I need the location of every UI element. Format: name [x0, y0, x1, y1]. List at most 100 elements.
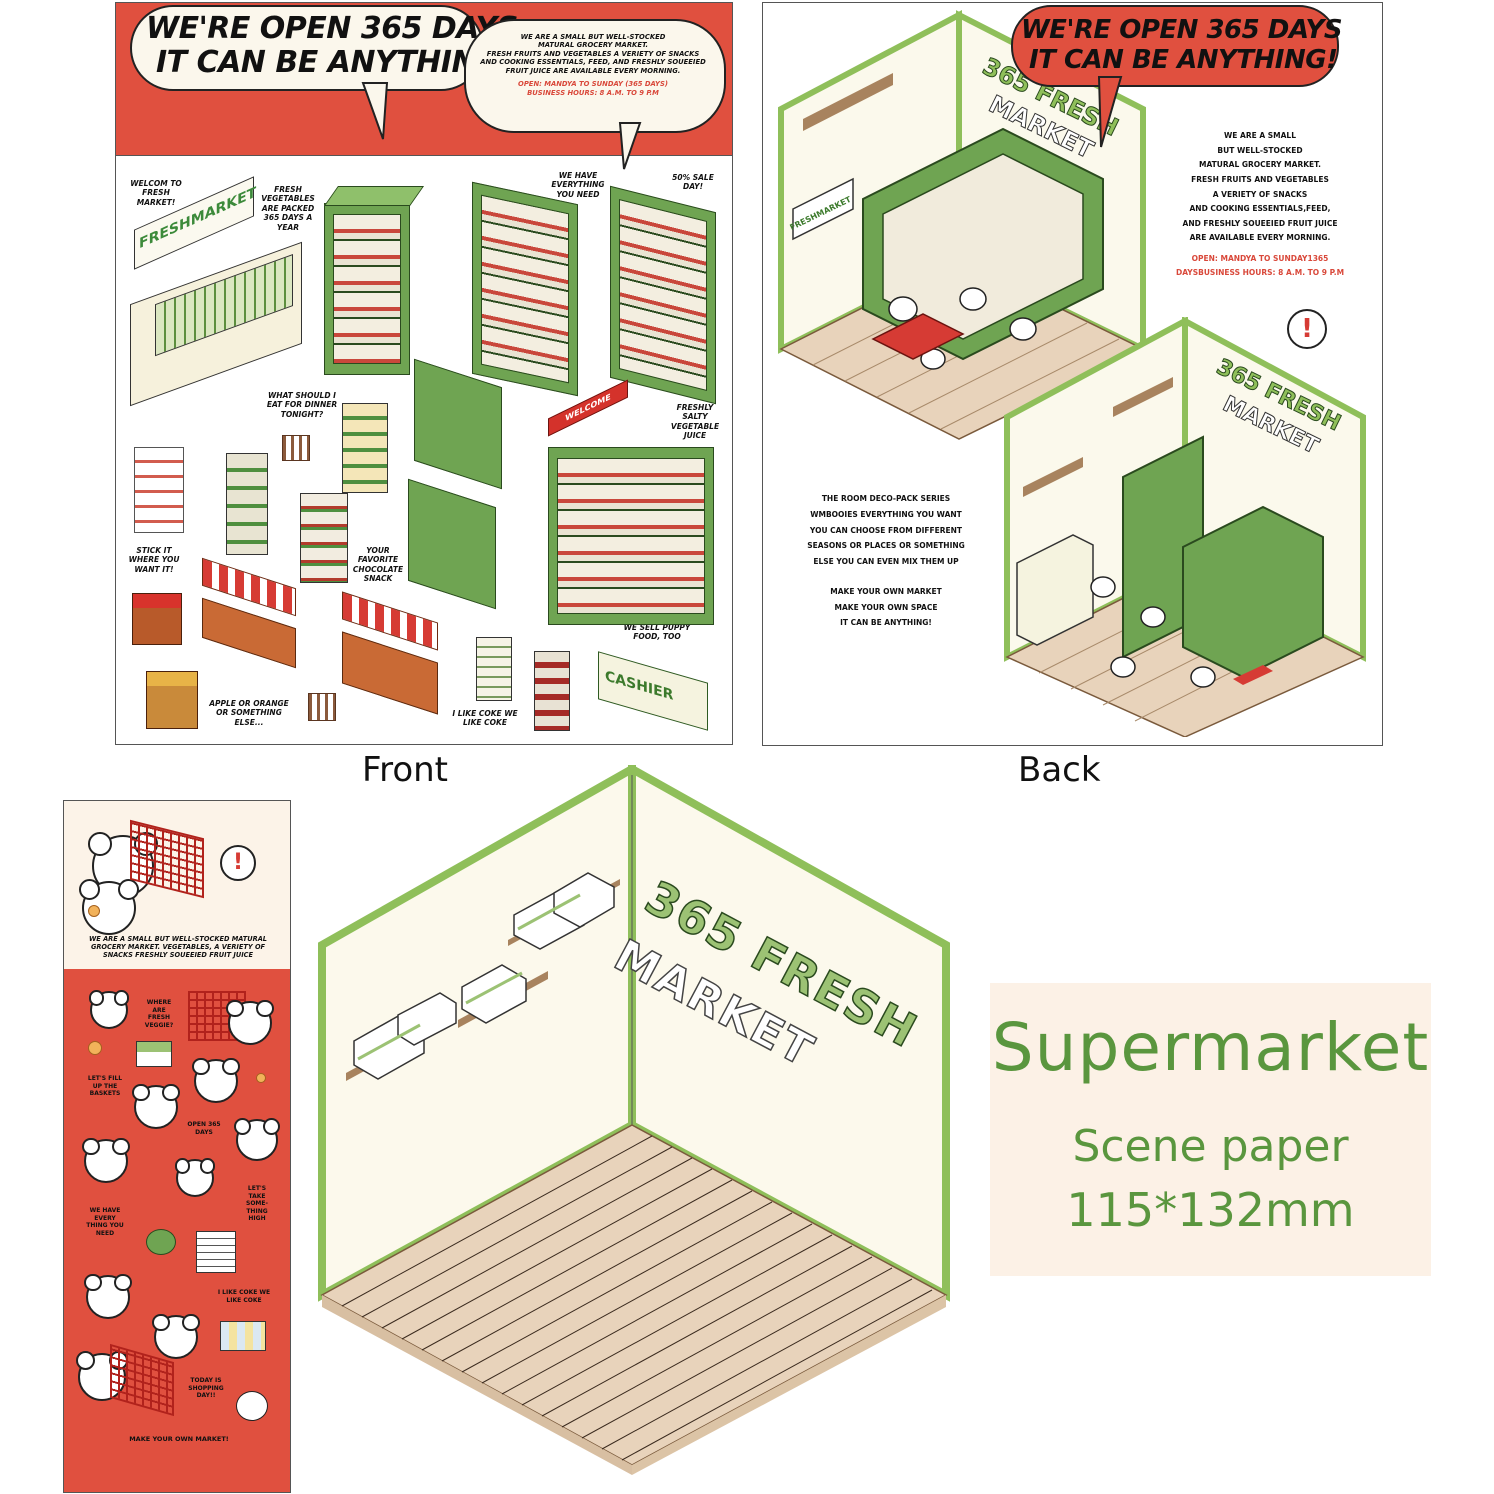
- hours-line: BUSINESS HOURS: 8 A.M. TO 9 P.M: [527, 88, 659, 97]
- drink-stand-sticker: [476, 637, 512, 701]
- bear-sticker: [84, 1273, 132, 1319]
- back-series-text: THE ROOM DECO-PACK SERIES WMBOOIES EVERY…: [791, 491, 981, 631]
- shelf-sticker-5: [408, 478, 496, 610]
- caption-back: Back: [1018, 750, 1101, 790]
- fruit-stall-sticker-2: [342, 591, 438, 715]
- coke-crates-sticker: [534, 651, 570, 731]
- orange-dot: [256, 1073, 266, 1083]
- note-chocolate: YOUR FAVORITE CHOCOLATE SNACK: [352, 546, 404, 584]
- strip-footer: MAKE YOUR OWN MARKET!: [129, 1435, 229, 1443]
- info-line: MATURAL GROCERY MARKET.: [1198, 160, 1321, 170]
- bear-sticker: [226, 999, 274, 1045]
- veggie-basket-sticker: [136, 1041, 172, 1067]
- chocolate-rack-sticker: [300, 493, 348, 583]
- front-info-text: WE ARE A SMALL BUT WELL-STOCKED MATURAL …: [472, 33, 714, 97]
- sticker-strip: ! WE ARE A SMALL BUT WELL-STOCKED MATURA…: [63, 800, 291, 1493]
- series-line: WMBOOIES EVERYTHING YOU WANT: [810, 509, 962, 519]
- back-header-line2: IT CAN BE ANYTHING!: [1029, 45, 1338, 75]
- note-take-something: LET'S TAKE SOME-THING HIGH: [246, 1185, 268, 1222]
- stairs-sticker: [196, 1231, 236, 1273]
- bear-sticker: [88, 990, 130, 1029]
- bear-sticker: [82, 1137, 130, 1183]
- bear-sticker: [152, 1313, 200, 1359]
- produce-counter-sticker: [130, 241, 302, 407]
- note-stick: STICK IT WHERE YOU WANT IT!: [128, 546, 180, 574]
- info-line: FRUIT JUICE ARE AVAILABLE EVERY MORNING.: [505, 66, 681, 75]
- orange-crate-sticker: [146, 671, 198, 729]
- front-sheet: WE'RE OPEN 365 DAYS IT CAN BE ANYTHING! …: [115, 2, 733, 745]
- bubble-tail: [361, 82, 389, 140]
- bear-sticker: [132, 1083, 180, 1129]
- slogan-line: IT CAN BE ANYTHING!: [840, 618, 932, 628]
- fruit-stall-sticker-1: [202, 557, 296, 669]
- info-line: FRESH FRUITS AND VEGETABLES A VERIETY OF…: [486, 49, 700, 58]
- caption-front: Front: [362, 750, 448, 790]
- hours-line: OPEN: MANDYA TO SUNDAY1365: [1191, 254, 1329, 263]
- apple-crate-sticker: [132, 593, 182, 645]
- orange-dot: [88, 1041, 102, 1055]
- series-line: THE ROOM DECO-PACK SERIES: [821, 494, 951, 503]
- shelf-sticker-3: [610, 185, 716, 405]
- snack-shelf-sticker-2: [342, 403, 388, 493]
- series-line: ELSE YOU CAN EVEN MIX THEM UP: [813, 557, 959, 566]
- front-info-speech-bubble: [464, 19, 726, 133]
- room-scene-illustration: [318, 765, 950, 1475]
- note-open-365: OPEN 365 DAYS: [187, 1121, 221, 1136]
- note-puppy: WE SELL PUPPY FOOD, TOO: [623, 623, 691, 642]
- hours-line: OPEN: MANDYA TO SUNDAY (365 DAYS): [518, 80, 668, 89]
- series-line: SEASONS OR PLACES OR SOMETHING: [807, 541, 965, 551]
- slogan-line: MAKE YOUR OWN MARKET: [830, 586, 942, 596]
- bear-sticker: [192, 1057, 240, 1103]
- exclaim-badge-icon: !: [220, 845, 256, 881]
- series-line: YOU CAN CHOOSE FROM DIFFERENT: [809, 525, 963, 535]
- strip-intro-text: WE ARE A SMALL BUT WELL-STOCKED MATURAL …: [89, 935, 267, 960]
- shelf-sticker-1: [324, 186, 425, 375]
- note-have-everything: WE HAVE EVERY THING YOU NEED: [86, 1207, 124, 1237]
- promo-box: Supermarket Scene paper 115*132mm: [990, 983, 1431, 1276]
- exclaim-glyph: !: [232, 850, 244, 875]
- info-line: WE ARE A SMALL: [1224, 131, 1296, 140]
- cashier-text: CASHIER: [605, 668, 674, 704]
- frog-sticker: [146, 1229, 176, 1255]
- exclaim-glyph: !: [1301, 314, 1313, 344]
- exclaim-badge-icon: !: [1287, 309, 1327, 349]
- note-dinner: WHAT SHOULD I EAT FOR DINNER TONIGHT?: [266, 391, 338, 419]
- window-sticker-2: [308, 693, 336, 721]
- shelf-sticker-2: [472, 181, 578, 397]
- back-room-illustration-1: [778, 10, 1146, 440]
- strip-bottom-section: WHERE ARE FRESH VEGGIE? LET'S FILL UP TH…: [64, 969, 290, 1492]
- note-juice: FRESHLY SALTY VEGETABLE JUICE: [670, 403, 720, 441]
- back-header-line1: WE'RE OPEN 365 DAYS: [1021, 15, 1343, 45]
- note-shopping-day: TODAY IS SHOPPING DAY!!: [188, 1377, 224, 1399]
- stacked-boxes-sticker: [134, 447, 184, 533]
- bear-sticker: [174, 1158, 216, 1197]
- info-line: AND COOKING ESSENTIALS, FEED, AND FRESHL…: [480, 58, 706, 67]
- info-line: AND COOKING ESSENTIALS,FEED,: [1189, 204, 1331, 214]
- info-line: BUT WELL-STOCKED: [1217, 145, 1303, 155]
- bear-sticker: [234, 1117, 280, 1161]
- front-header-line1: WE'RE OPEN 365 DAYS: [146, 11, 518, 46]
- note-where-veggie: WHERE ARE FRESH VEGGIE?: [144, 999, 174, 1029]
- note-have-everything: WE HAVE EVERYTHING YOU NEED: [551, 171, 605, 199]
- note-coke: I LIKE COKE WE LIKE COKE: [217, 1289, 271, 1304]
- promo-subtitle: Scene paper: [1072, 1121, 1349, 1172]
- front-main-speech-bubble: [130, 5, 484, 91]
- dumpling-sticker: [236, 1391, 268, 1421]
- info-line: ARE AVAILABLE EVERY MORNING.: [1189, 233, 1331, 243]
- hours-line: DAYSBUSINESS HOURS: 8 A.M. TO 9 P.M: [1175, 268, 1345, 278]
- orange-dot: [88, 905, 100, 917]
- cashier-counter-sticker: CASHIER: [598, 651, 708, 731]
- strip-top-section: ! WE ARE A SMALL BUT WELL-STOCKED MATURA…: [64, 801, 290, 969]
- info-line: AND FRESHLY SOUEEIED FRUIT JUICE: [1182, 218, 1338, 228]
- back-room-illustration-2: [1004, 317, 1366, 737]
- back-info-text: WE ARE A SMALL BUT WELL-STOCKED MATURAL …: [1155, 129, 1365, 281]
- promo-title: Supermarket: [991, 1009, 1430, 1086]
- front-header-line2: IT CAN BE ANYTHING!: [156, 45, 514, 80]
- back-header-bubble: [1011, 5, 1339, 87]
- note-welcome: WELCOM TO FRESH MARKET!: [130, 179, 182, 207]
- info-line: A VERIETY OF SNACKS: [1212, 189, 1308, 199]
- info-line: WE ARE A SMALL BUT WELL-STOCKED: [520, 33, 666, 41]
- drink-boxes-sticker: [220, 1321, 266, 1351]
- corner-shelf-sticker: [548, 447, 714, 625]
- shelf-sticker-4: [414, 358, 502, 490]
